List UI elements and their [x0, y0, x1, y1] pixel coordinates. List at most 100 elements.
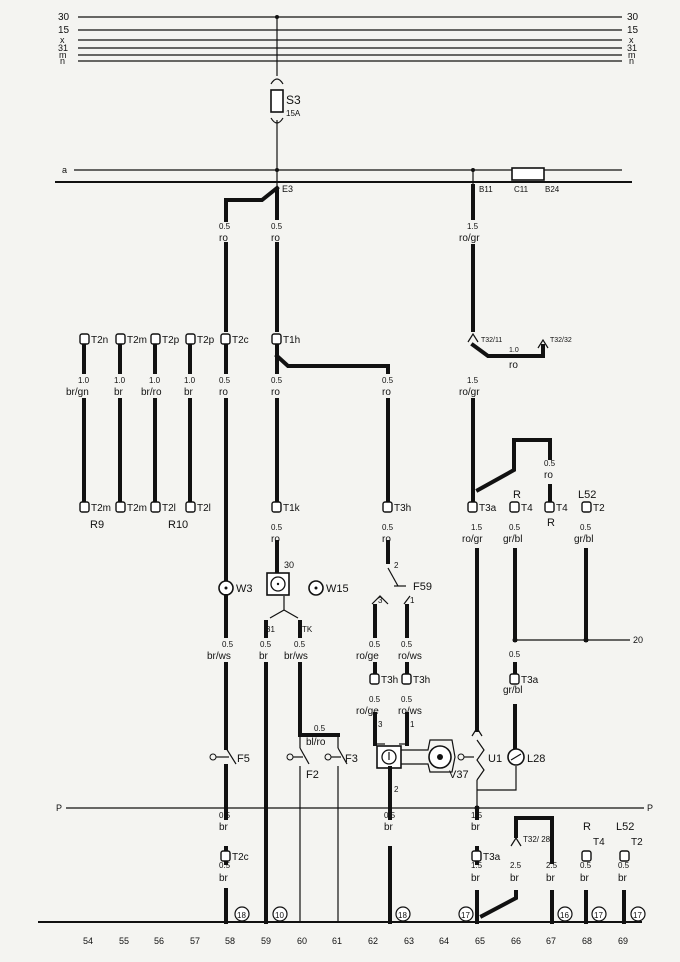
wire-color: ro [382, 387, 391, 398]
t32-connector [467, 332, 549, 358]
wire-size: 1.0 [184, 376, 196, 385]
connector-t2l: T2l [197, 503, 211, 514]
wire-color: ro [544, 470, 553, 481]
wire-size: 0.5 [219, 861, 231, 870]
wire-size: 0.5 [509, 650, 521, 659]
column-number: 64 [439, 936, 449, 946]
terminal-c11: C11 [514, 185, 529, 194]
wire-size: 0.5 [219, 222, 231, 231]
wire-color: ro [271, 233, 280, 244]
connector-t2c: T2c [232, 335, 249, 346]
pin-30: 30 [284, 560, 294, 570]
ground-ref: 18 [237, 911, 246, 920]
row-20-label: 20 [633, 635, 643, 645]
component-f3: F3 [345, 753, 358, 765]
component-v37: V37 [449, 769, 469, 781]
wire-size: 1.5 [467, 222, 479, 231]
wire-size: 0.5 [219, 376, 231, 385]
wire-size: 0.5 [260, 640, 272, 649]
component-u1: U1 [488, 753, 502, 765]
pin-1: 1 [410, 596, 415, 605]
connector-t2: T2 [593, 503, 605, 514]
wire-color: br/ws [207, 651, 231, 662]
pin-3: 3 [378, 596, 383, 605]
pin-3: 3 [378, 720, 383, 729]
wire-size: 1.0 [114, 376, 126, 385]
column-number: 67 [546, 936, 556, 946]
rail-n-label: n [60, 56, 65, 66]
connector-t2m: T2m [91, 503, 111, 514]
connector-t1h: T1h [283, 335, 300, 346]
wire-color: ro [271, 534, 280, 545]
wire-color: br [259, 651, 269, 662]
wire-color: bl/ro [306, 737, 326, 748]
pin-31: 31 [266, 625, 275, 634]
connector-t3h: T3h [394, 503, 411, 514]
wire-size: 0.5 [294, 640, 306, 649]
column-number: 57 [190, 936, 200, 946]
wire-size: 0.5 [580, 523, 592, 532]
wire-size: 0.5 [384, 811, 396, 820]
terminal-b11: B11 [479, 185, 493, 194]
connector-t4: T4 [593, 837, 605, 848]
wire-size: 0.5 [580, 861, 592, 870]
wire-size: 0.5 [401, 640, 413, 649]
wire-color: br/gn [66, 387, 89, 398]
terminal-t32-28: T32/ 28 [523, 835, 551, 844]
terminal-b24: B24 [545, 185, 560, 194]
connector-t2n: T2n [91, 335, 108, 346]
connector-t2l: T2l [162, 503, 176, 514]
wire-color: ro [219, 233, 228, 244]
wire-color: br [471, 822, 481, 833]
wire-size: 1.0 [149, 376, 161, 385]
column-58 [209, 344, 237, 924]
rail-m-label-right: m [628, 50, 636, 60]
column-number: 65 [475, 936, 485, 946]
column-number: 58 [225, 936, 235, 946]
column-62 [369, 398, 456, 924]
wire-size: 0.5 [314, 724, 326, 733]
wire-size: 0.5 [219, 811, 231, 820]
p-rail-label-right: P [647, 803, 653, 813]
wire-color: ro/ws [398, 651, 422, 662]
ground-ref: 18 [398, 911, 407, 920]
wire-size: 1.5 [471, 861, 483, 870]
ground-ref: 10 [275, 911, 284, 920]
connector-t2m: T2m [127, 335, 147, 346]
switch-f2-f3 [286, 733, 348, 922]
wire-size: 1.5 [471, 523, 483, 532]
rail-30-label-right: 30 [627, 12, 639, 23]
wire-color: br [384, 822, 394, 833]
wire-size: 1.0 [509, 347, 519, 354]
component-r: R [583, 821, 591, 833]
wire-color: ro/gr [459, 387, 480, 398]
wire-color: br [580, 873, 590, 884]
component-f59: F59 [413, 581, 432, 593]
e3-branches [224, 184, 475, 332]
wire-size: 0.5 [382, 523, 394, 532]
terminal-t32-11: T32/11 [481, 337, 502, 344]
rail-a-label: a [62, 165, 67, 175]
wire-color: ro/gr [462, 534, 483, 545]
connector-t2p: T2p [197, 335, 215, 346]
wire-size: 1.0 [78, 376, 90, 385]
component-w15: W15 [326, 583, 349, 595]
column-number: 60 [297, 936, 307, 946]
wire-color: ro/gr [459, 233, 480, 244]
component-f2: F2 [306, 769, 319, 781]
pin-2: 2 [394, 561, 399, 570]
wire-color: br/ws [284, 651, 308, 662]
pin-tk: TK [302, 625, 313, 634]
column-number: 54 [83, 936, 93, 946]
wire-size: 0.5 [618, 861, 630, 870]
wire-color: ro/ge [356, 651, 379, 662]
wire-color: gr/bl [574, 534, 593, 545]
wire-color: br [510, 873, 520, 884]
wire-size: 0.5 [544, 459, 556, 468]
component-w3: W3 [236, 583, 253, 595]
connector-t2p: T2p [162, 335, 180, 346]
component-l52: L52 [578, 489, 596, 501]
column-number: 56 [154, 936, 164, 946]
column-number: 69 [618, 936, 628, 946]
connector-t3a: T3a [521, 675, 539, 686]
